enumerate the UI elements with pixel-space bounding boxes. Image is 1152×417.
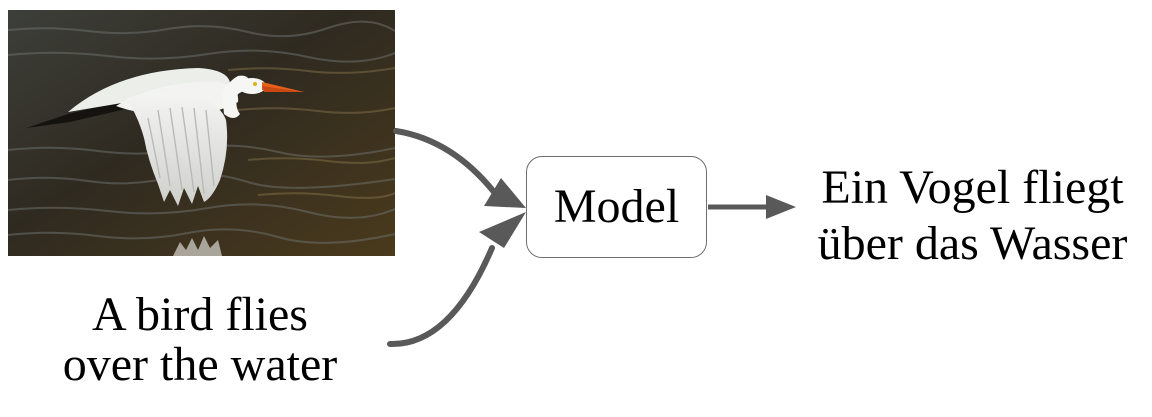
heron-photo-icon	[8, 10, 395, 256]
text-to-model-arrow	[387, 245, 495, 348]
target-caption: Ein Vogel fliegt über das Wasser	[795, 160, 1150, 272]
text-arrowhead	[479, 212, 526, 248]
image-to-model-arrow	[393, 128, 497, 195]
source-caption: A bird flies over the water	[20, 290, 380, 390]
target-caption-line: Ein Vogel fliegt	[821, 161, 1124, 214]
source-caption-line: over the water	[62, 338, 338, 391]
target-caption-line: über das Wasser	[817, 217, 1128, 270]
output-arrowhead	[766, 195, 796, 219]
model-box: Model	[526, 156, 707, 258]
model-label: Model	[553, 180, 680, 233]
source-caption-line: A bird flies	[92, 288, 308, 341]
image-arrowhead	[484, 178, 526, 208]
